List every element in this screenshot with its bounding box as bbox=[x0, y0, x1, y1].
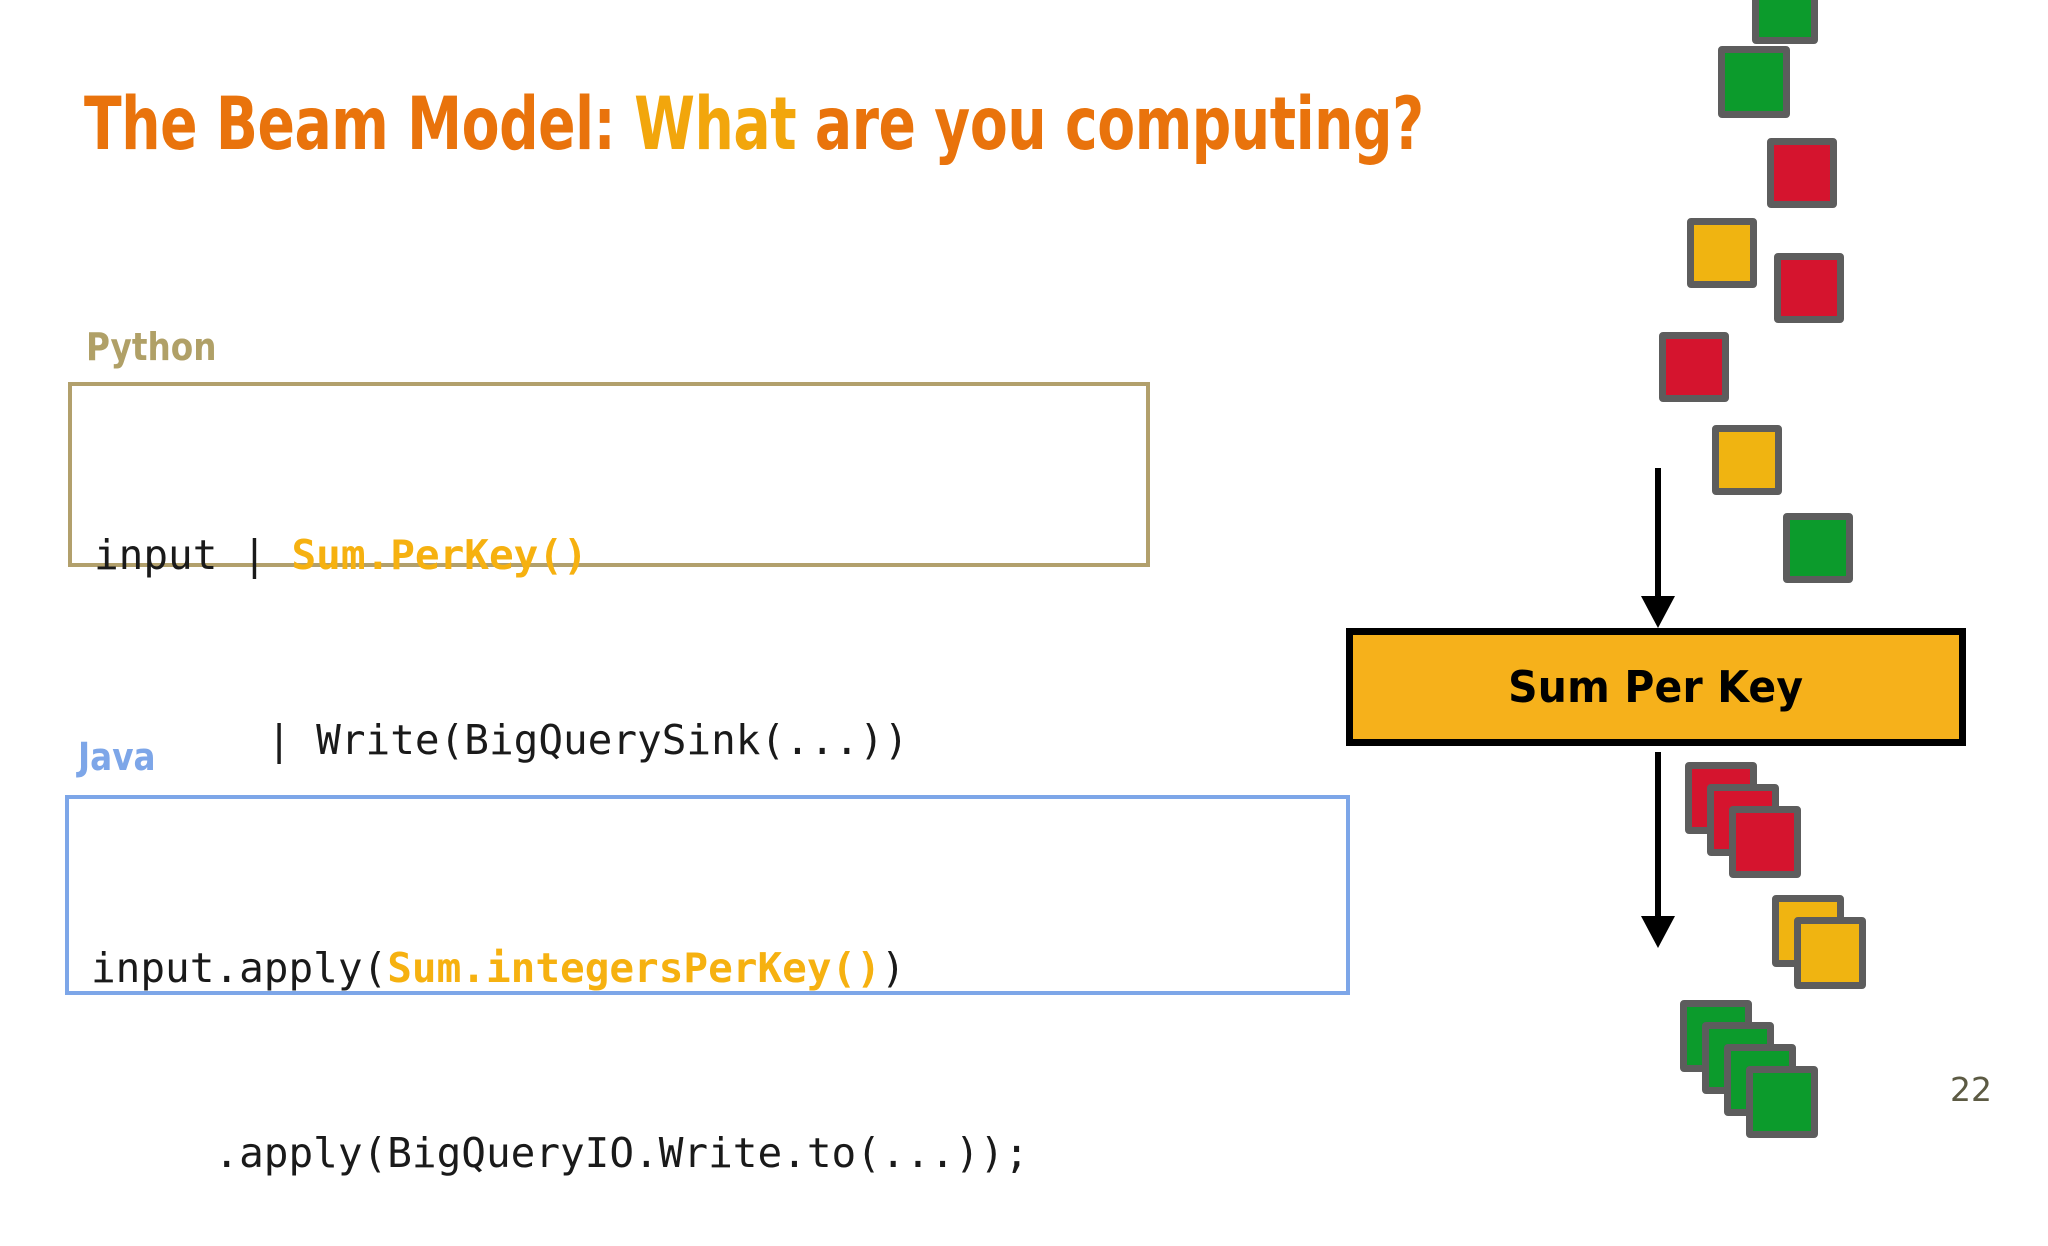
python-code-block: input | Sum.PerKey() | Write(BigQuerySin… bbox=[68, 382, 1150, 764]
java-language-label: Java bbox=[78, 735, 156, 779]
page-title-part-2: What bbox=[634, 82, 797, 167]
input-element-red bbox=[1767, 138, 1837, 208]
python-code-line-1-plain: input | bbox=[94, 531, 292, 579]
input-element-yellow bbox=[1712, 425, 1782, 495]
python-code-line-2: | Write(BigQuerySink(...)) bbox=[94, 715, 909, 764]
page-title-part-3: are you computing? bbox=[796, 82, 1424, 167]
python-language-label: Python bbox=[86, 325, 217, 369]
input-element-red bbox=[1774, 253, 1844, 323]
java-code-line-1-plain-after: ) bbox=[880, 944, 906, 992]
output-element-red bbox=[1729, 806, 1801, 878]
page-title-part-1: The Beam Model: bbox=[84, 82, 635, 167]
page-title: The Beam Model: What are you computing? bbox=[84, 82, 1424, 167]
input-element-green bbox=[1783, 513, 1853, 583]
java-code-line-2: .apply(BigQueryIO.Write.to(...)); bbox=[91, 1128, 1029, 1177]
arrow-head bbox=[1641, 916, 1675, 948]
arrow-head bbox=[1641, 596, 1675, 628]
input-element-red bbox=[1659, 332, 1729, 402]
python-code-line-1-highlight: Sum.PerKey() bbox=[291, 531, 588, 579]
java-code-line-1: input.apply(Sum.integersPerKey()) bbox=[91, 938, 1328, 1000]
pipeline-diagram bbox=[1300, 0, 2048, 1152]
java-code-block: input.apply(Sum.integersPerKey()) .apply… bbox=[65, 795, 1350, 1177]
java-code-line-1-highlight: Sum.integersPerKey() bbox=[387, 944, 881, 992]
output-element-yellow bbox=[1794, 917, 1866, 989]
input-element-green bbox=[1752, 0, 1818, 44]
output-element-green bbox=[1746, 1066, 1818, 1138]
arrow-shaft bbox=[1655, 752, 1661, 920]
python-code-line-1: input | Sum.PerKey() bbox=[94, 525, 1128, 587]
page-number: 22 bbox=[1950, 1070, 1992, 1109]
sum-per-key-label: Sum Per Key bbox=[1508, 661, 1804, 713]
input-element-green bbox=[1718, 46, 1790, 118]
input-element-yellow bbox=[1687, 218, 1757, 288]
sum-per-key-process-box: Sum Per Key bbox=[1346, 628, 1966, 746]
arrow-shaft bbox=[1655, 468, 1661, 600]
java-code-line-1-plain-before: input.apply( bbox=[91, 944, 388, 992]
